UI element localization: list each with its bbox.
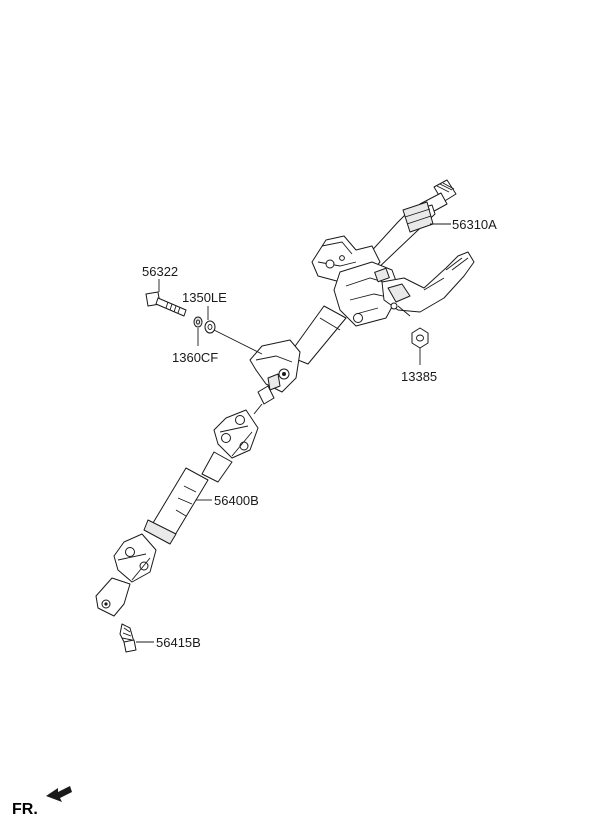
steering-column-assembly	[249, 179, 475, 393]
leader-washer-to-bracket	[213, 329, 263, 355]
front-direction-indicator: FR.	[12, 786, 72, 818]
label-13385: 13385	[401, 369, 437, 384]
front-direction-label: FR.	[12, 801, 38, 818]
leader-lines	[136, 223, 451, 643]
washer-1350le	[204, 320, 216, 334]
nut-13385	[411, 327, 429, 349]
bolt-56322	[145, 291, 187, 317]
column-lower-tube	[287, 305, 347, 365]
column-lower-bracket	[249, 339, 301, 393]
shaft-coupling-pin	[253, 385, 275, 415]
label-56310a: 56310A	[452, 217, 497, 232]
bolt-56415b	[119, 623, 137, 653]
label-56415b: 56415B	[156, 635, 201, 650]
lower-yoke	[95, 577, 131, 617]
nut-1360cf	[193, 316, 203, 328]
label-1350le: 1350LE	[182, 290, 227, 305]
front-arrow-icon	[46, 786, 72, 802]
label-56322: 56322	[142, 264, 178, 279]
label-56400b: 56400B	[214, 493, 259, 508]
intermediate-shaft-assembly	[95, 409, 259, 617]
label-1360cf: 1360CF	[172, 350, 218, 365]
